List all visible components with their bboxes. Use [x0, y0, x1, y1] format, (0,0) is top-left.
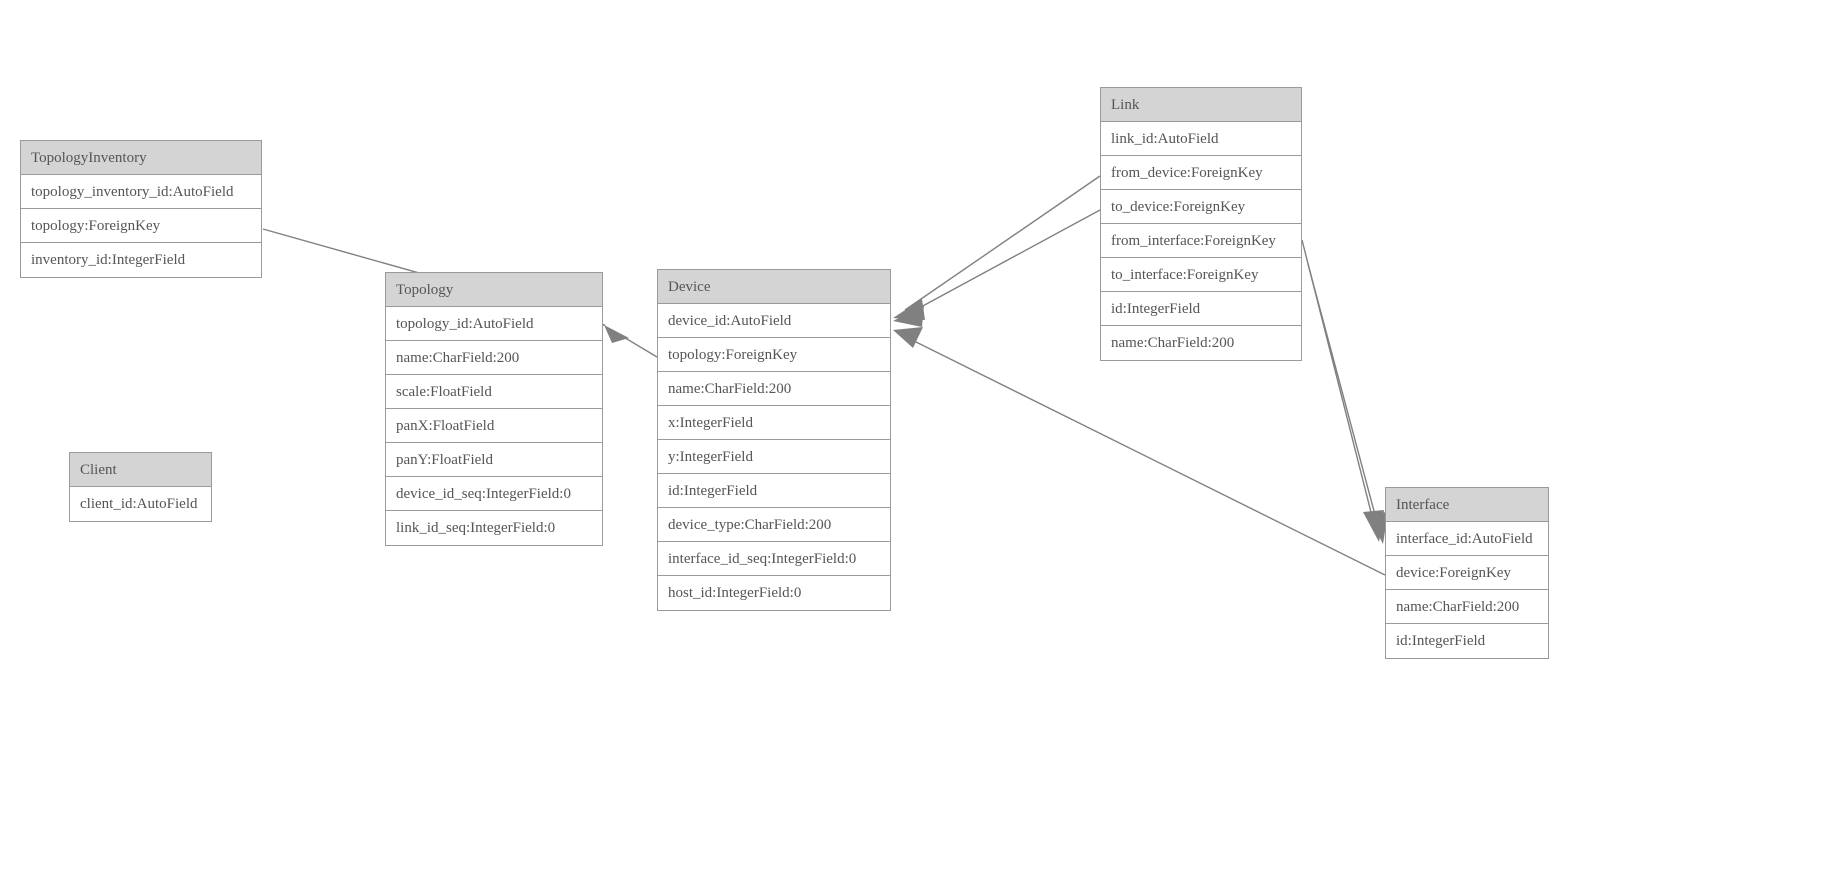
entity-field: topology:ForeignKey	[658, 338, 890, 372]
entity-field: interface_id:AutoField	[1386, 522, 1548, 556]
entity-field: panY:FloatField	[386, 443, 602, 477]
entity-title-device: Device	[658, 270, 890, 304]
edge-link-from-interface	[1301, 239, 1384, 542]
entity-field: panX:FloatField	[386, 409, 602, 443]
entity-field: inventory_id:IntegerField	[21, 243, 261, 277]
entity-field: device_id_seq:IntegerField:0	[386, 477, 602, 511]
entity-field: to_interface:ForeignKey	[1101, 258, 1301, 292]
entity-field: id:IntegerField	[1386, 624, 1548, 658]
edge-link-to-device	[893, 209, 1101, 327]
entity-field: to_device:ForeignKey	[1101, 190, 1301, 224]
entity-field: name:CharField:200	[1101, 326, 1301, 360]
entity-title-client: Client	[70, 453, 211, 487]
entity-field: name:CharField:200	[658, 372, 890, 406]
entity-field: scale:FloatField	[386, 375, 602, 409]
entity-field: device_type:CharField:200	[658, 508, 890, 542]
entity-field: id:IntegerField	[1101, 292, 1301, 326]
entity-field: device:ForeignKey	[1386, 556, 1548, 590]
entity-field: from_device:ForeignKey	[1101, 156, 1301, 190]
entity-field: host_id:IntegerField:0	[658, 576, 890, 610]
entity-field: topology:ForeignKey	[21, 209, 261, 243]
entity-field: interface_id_seq:IntegerField:0	[658, 542, 890, 576]
entity-field: link_id:AutoField	[1101, 122, 1301, 156]
entity-field: y:IntegerField	[658, 440, 890, 474]
entity-field: client_id:AutoField	[70, 487, 211, 521]
entity-field: device_id:AutoField	[658, 304, 890, 338]
entity-field: x:IntegerField	[658, 406, 890, 440]
entity-field: link_id_seq:IntegerField:0	[386, 511, 602, 545]
entity-title-topology: Topology	[386, 273, 602, 307]
entity-title-link: Link	[1101, 88, 1301, 122]
edge-interface-device	[893, 327, 1386, 576]
entity-field: from_interface:ForeignKey	[1101, 224, 1301, 258]
entity-title-topology-inventory: TopologyInventory	[21, 141, 261, 175]
entity-field: name:CharField:200	[386, 341, 602, 375]
edge-link-to-interface	[1307, 263, 1388, 544]
edge-device-topology	[604, 325, 658, 358]
entity-field: id:IntegerField	[658, 474, 890, 508]
entity-field: name:CharField:200	[1386, 590, 1548, 624]
entity-field: topology_id:AutoField	[386, 307, 602, 341]
edge-link-from-device	[893, 175, 1101, 320]
entity-title-interface: Interface	[1386, 488, 1548, 522]
entity-field: topology_inventory_id:AutoField	[21, 175, 261, 209]
